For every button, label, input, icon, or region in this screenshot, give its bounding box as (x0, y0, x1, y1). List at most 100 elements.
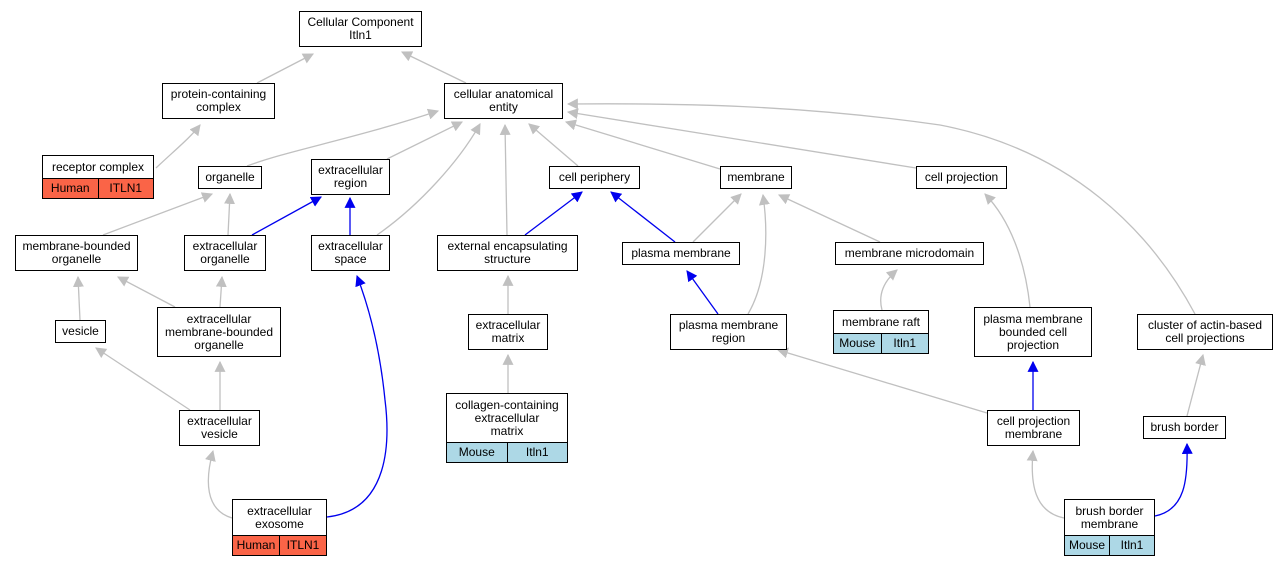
node-membrane[interactable]: membrane (720, 166, 792, 189)
node-cellular-anatomical-entity[interactable]: cellular anatomical entity (444, 83, 563, 119)
edge-cell-projection-to-anatomical-entity (566, 108, 917, 169)
species-tag: Mouse (447, 443, 507, 462)
edge-membrane-microdomain-to-membrane (778, 194, 881, 243)
edge-bb-membrane-to-brush-border (1154, 442, 1193, 517)
node-membrane-microdomain[interactable]: membrane microdomain (835, 242, 984, 265)
node-label: cell projection (924, 170, 999, 184)
species-tag: Human (43, 179, 98, 198)
edge-external-encapsulating-to-anatomical-entity (499, 123, 511, 236)
node-label: Cellular Component Itln1 (307, 15, 414, 42)
node-label: extracellular organelle (192, 239, 258, 266)
edge-ec-exosome-to-ec-space (326, 274, 388, 518)
edge-membrane-to-anatomical-entity (564, 119, 721, 170)
node-label: receptor complex (51, 159, 145, 174)
edge-anatomical-entity-to-root (401, 51, 467, 84)
node-label: extracellular vesicle (187, 414, 252, 441)
node-extracellular-organelle[interactable]: extracellular organelle (184, 235, 266, 271)
node-extracellular-region[interactable]: extracellular region (311, 159, 390, 195)
node-label: extracellular space (318, 239, 383, 266)
node-label: cluster of actin-based cell projections (1147, 318, 1263, 345)
node-extracellular-membrane-bounded-organelle[interactable]: extracellular membrane-bounded organelle (157, 307, 281, 357)
gene-tag: Itln1 (1109, 536, 1154, 555)
edge-membrane-raft-to-membrane-microdomain (880, 269, 898, 311)
node-cellular-component-root[interactable]: Cellular Component Itln1 (299, 11, 422, 47)
edge-ec-mb-organelle-to-ec-organelle (215, 275, 227, 308)
node-plasma-membrane-region[interactable]: plasma membrane region (670, 314, 787, 350)
node-label: external encapsulating structure (447, 239, 568, 266)
edge-ec-organelle-to-organelle (224, 192, 236, 236)
species-tag: Human (233, 536, 279, 555)
edge-receptor-complex-to-protein-complex (155, 124, 201, 169)
species-tag: Mouse (1065, 536, 1109, 555)
node-label: cellular anatomical entity (453, 87, 554, 114)
node-label: cell projection membrane (996, 414, 1071, 441)
edge-ec-organelle-to-ec-region (251, 196, 322, 236)
edge-pm-region-to-plasma-membrane (686, 270, 719, 315)
annotation-row: Mouse Itln1 (834, 333, 928, 353)
node-plasma-membrane-bounded-cell-projection[interactable]: plasma membrane bounded cell projection (974, 307, 1092, 357)
annotation-row: Mouse Itln1 (447, 442, 567, 462)
node-brush-border[interactable]: brush border (1143, 416, 1226, 439)
edge-protein-complex-to-root (256, 53, 314, 84)
edge-cell-periphery-to-anatomical-entity (528, 123, 579, 167)
species-tag: Mouse (834, 334, 881, 353)
node-label: membrane microdomain (844, 246, 975, 260)
annotation-row: Human ITLN1 (43, 178, 153, 198)
node-label: brush border membrane (1075, 503, 1144, 531)
node-label: brush border (1150, 420, 1219, 434)
annotation-row: Mouse Itln1 (1065, 535, 1154, 555)
node-label: protein-containing complex (170, 87, 267, 114)
gene-tag: ITLN1 (97, 179, 153, 198)
edge-vesicle-to-mb-organelle (72, 275, 84, 321)
node-label: plasma membrane region (678, 318, 779, 345)
edge-pm-bounded-projection-to-cell-projection (984, 193, 1031, 308)
node-label: cell periphery (558, 170, 631, 184)
node-cell-projection-membrane[interactable]: cell projection membrane (987, 410, 1080, 446)
node-vesicle[interactable]: vesicle (55, 320, 106, 343)
edge-plasma-membrane-to-cell-periphery (610, 191, 676, 243)
edge-mb-organelle-to-organelle (102, 192, 214, 236)
gene-tag: ITLN1 (279, 536, 326, 555)
node-organelle[interactable]: organelle (198, 166, 262, 189)
edge-actin-cluster-to-anatomical-entity (566, 98, 1196, 315)
gene-tag: Itln1 (506, 443, 567, 462)
node-label: organelle (205, 170, 255, 184)
node-plasma-membrane[interactable]: plasma membrane (622, 242, 740, 265)
node-membrane-bounded-organelle[interactable]: membrane-bounded organelle (15, 235, 138, 271)
node-label: plasma membrane bounded cell projection (983, 311, 1083, 352)
node-cluster-of-actin-based-cell-projections[interactable]: cluster of actin-based cell projections (1137, 314, 1273, 350)
edge-organelle-to-anatomical-entity (246, 108, 440, 167)
node-membrane-raft[interactable]: membrane raft Mouse Itln1 (833, 310, 929, 354)
edge-pm-region-to-membrane (747, 193, 770, 315)
edge-ec-mb-organelle-to-mb-organelle (117, 276, 176, 308)
edge-cp-membrane-to-pm-region (776, 347, 988, 414)
node-label: extracellular exosome (247, 503, 312, 531)
edge-brush-border-to-actin-cluster (1186, 353, 1206, 417)
node-label: plasma membrane (631, 246, 731, 260)
node-external-encapsulating-structure[interactable]: external encapsulating structure (437, 235, 578, 271)
annotation-row: Human ITLN1 (233, 535, 326, 555)
node-label: vesicle (62, 324, 99, 338)
node-cell-periphery[interactable]: cell periphery (549, 166, 640, 189)
node-extracellular-space[interactable]: extracellular space (311, 235, 390, 271)
node-collagen-containing-extracellular-matrix[interactable]: collagen-containing extracellular matrix… (446, 393, 568, 463)
node-receptor-complex[interactable]: receptor complex Human ITLN1 (42, 155, 154, 199)
edge-ec-exosome-to-ec-vesicle (205, 449, 233, 519)
node-label: extracellular region (318, 163, 383, 190)
node-extracellular-exosome[interactable]: extracellular exosome Human ITLN1 (232, 499, 327, 556)
gene-tag: Itln1 (880, 334, 928, 353)
edge-ec-vesicle-to-vesicle (95, 347, 191, 411)
node-extracellular-matrix[interactable]: extracellular matrix (468, 314, 548, 350)
node-label: membrane-bounded organelle (22, 239, 131, 266)
edge-plasma-membrane-to-membrane (692, 193, 742, 243)
edge-bb-membrane-to-cp-membrane (1026, 449, 1065, 519)
node-brush-border-membrane[interactable]: brush border membrane Mouse Itln1 (1064, 499, 1155, 556)
node-label: collagen-containing extracellular matrix (455, 397, 559, 438)
node-label: membrane (727, 170, 785, 184)
node-protein-containing-complex[interactable]: protein-containing complex (162, 83, 275, 119)
node-cell-projection[interactable]: cell projection (916, 166, 1007, 189)
edge-extracellular-space-to-anatomical-entity (376, 123, 481, 236)
node-extracellular-vesicle[interactable]: extracellular vesicle (179, 410, 260, 446)
node-label: membrane raft (841, 314, 921, 329)
